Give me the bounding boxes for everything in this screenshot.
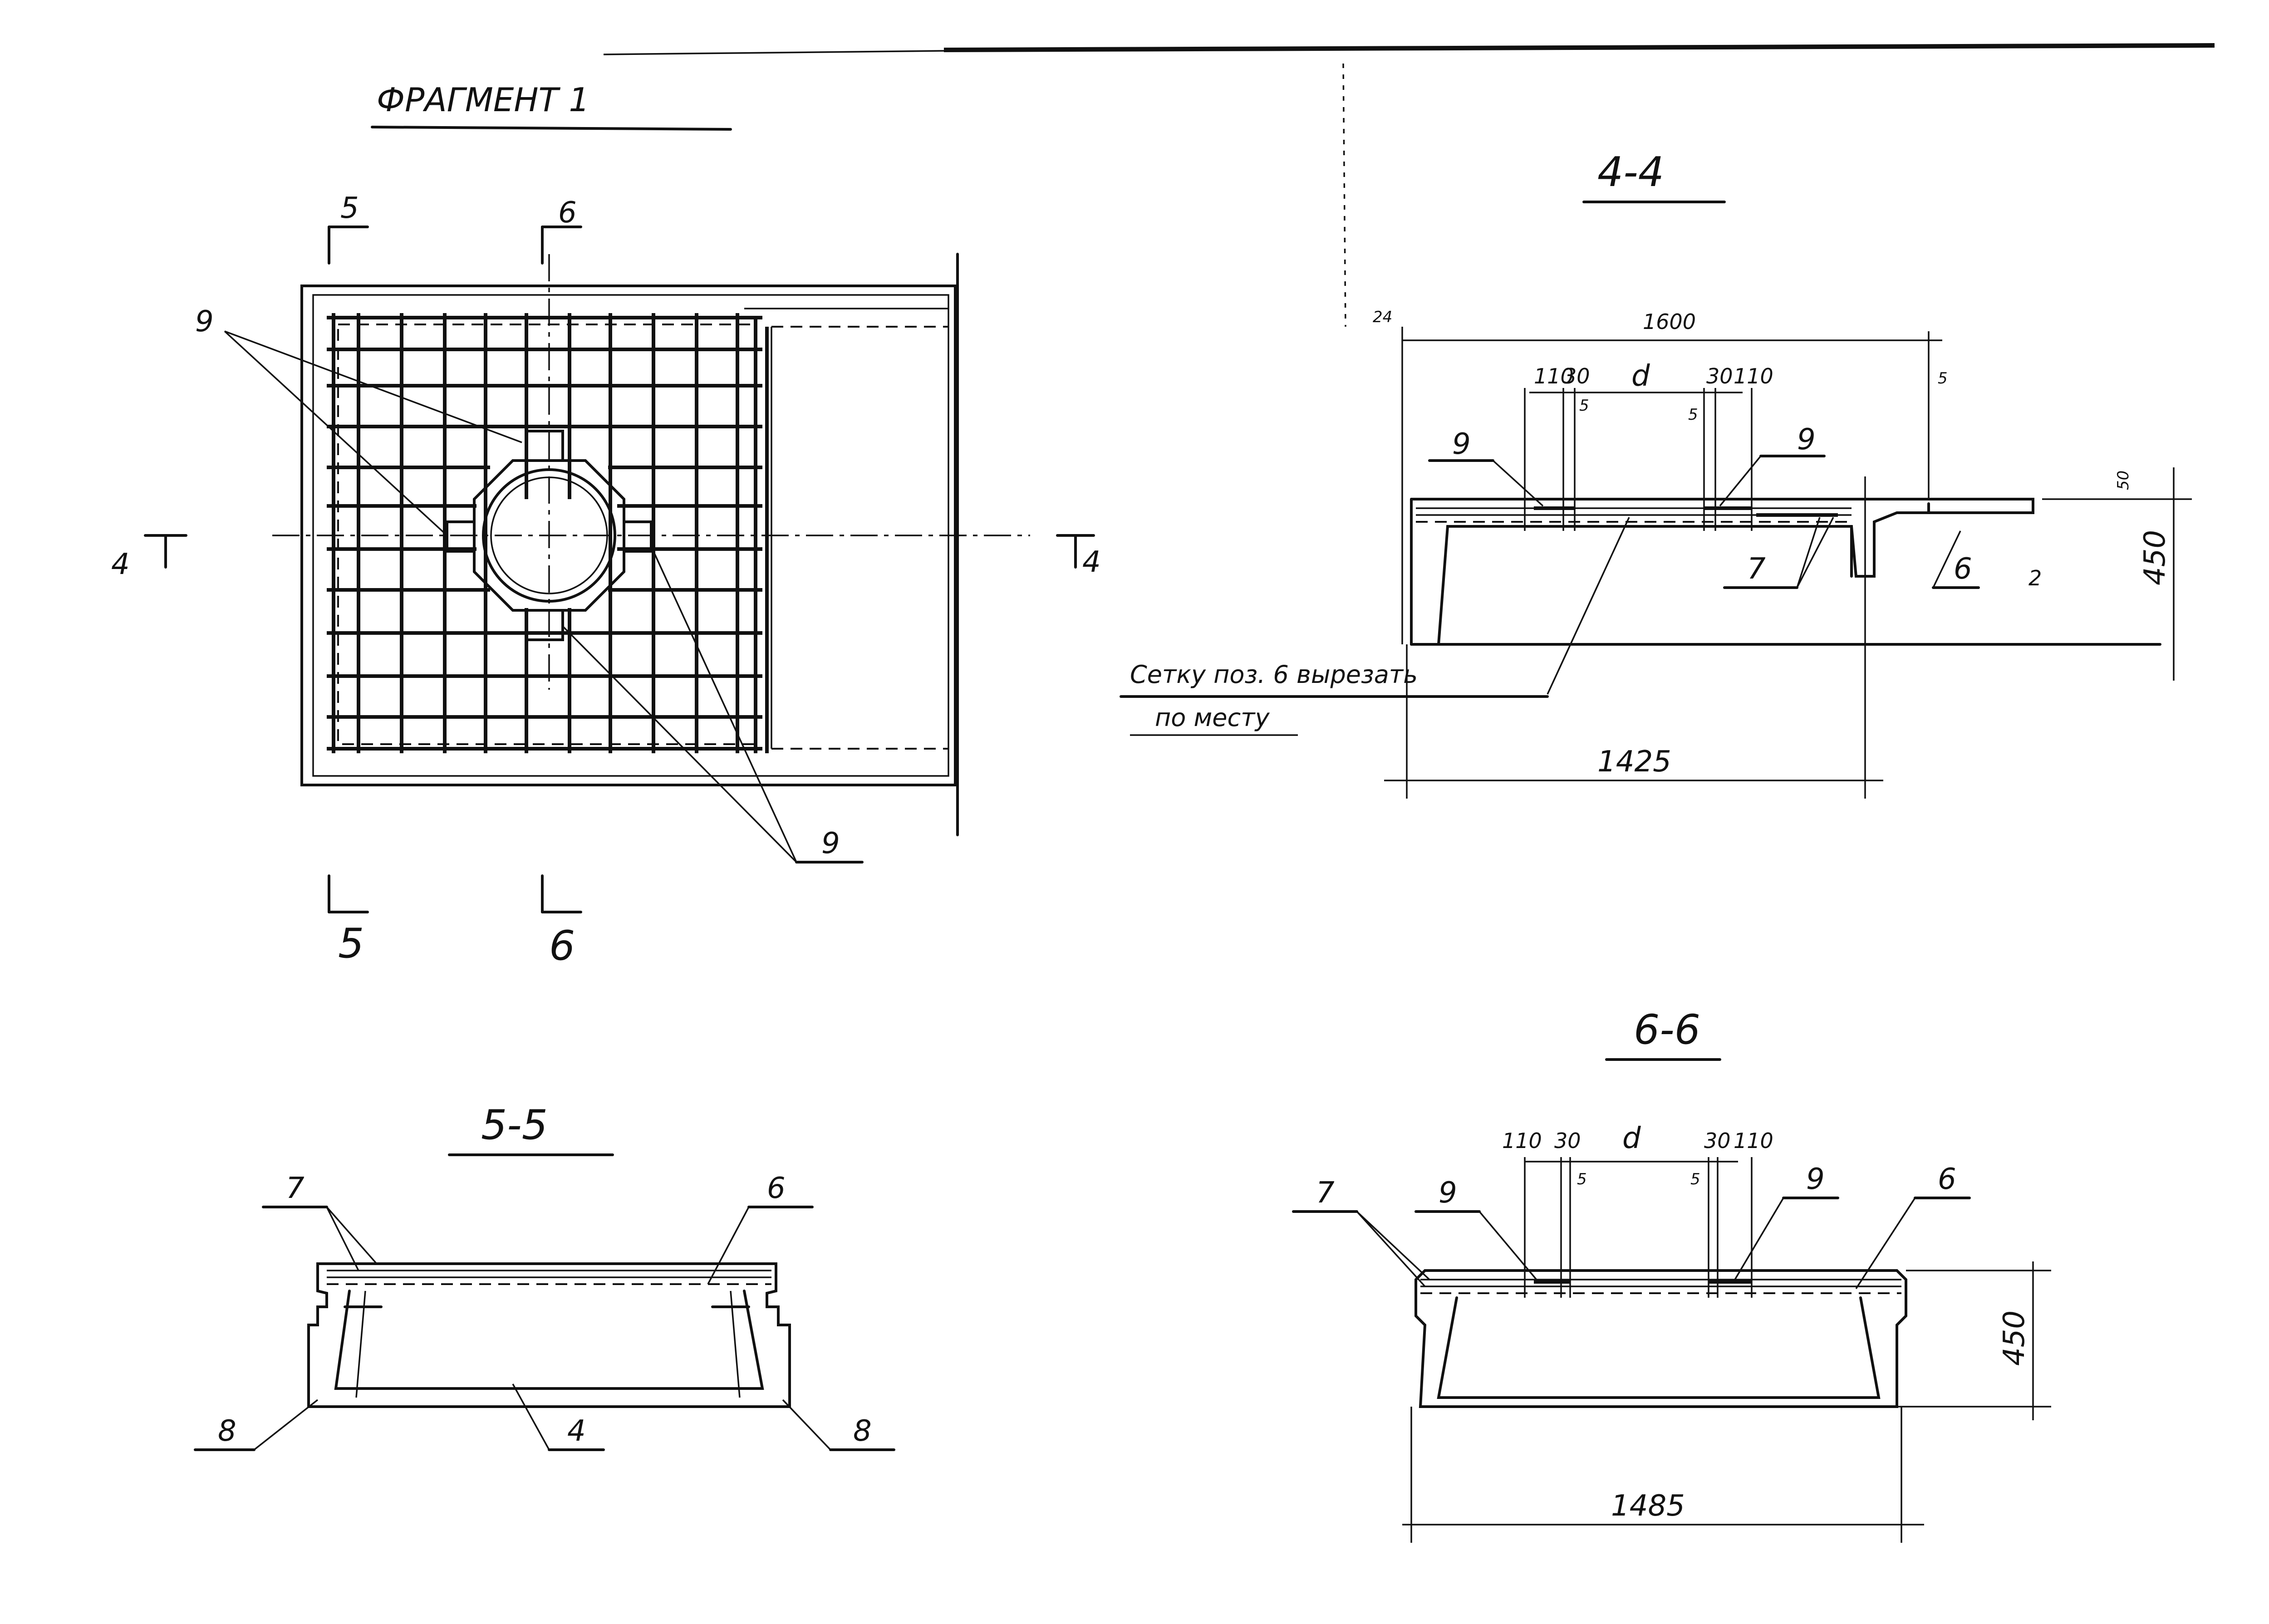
svg-text:30: 30 <box>1554 1128 1581 1153</box>
svg-text:d: d <box>1622 1122 1641 1155</box>
callout-6-6-6: 6 <box>1855 1163 1971 1289</box>
svg-text:6: 6 <box>549 922 575 970</box>
cut-mark-5-bottom: 5 <box>328 874 369 967</box>
svg-text:9: 9 <box>1439 1176 1457 1210</box>
svg-text:9: 9 <box>1806 1163 1825 1196</box>
sheet-frame <box>603 43 2215 327</box>
svg-text:450: 450 <box>2138 530 2172 585</box>
svg-text:30: 30 <box>1706 364 1733 388</box>
fragment-1-plan: ФРАГМЕНТ 1 5 6 <box>111 81 1101 970</box>
svg-text:d: d <box>1631 359 1650 393</box>
svg-text:9: 9 <box>195 305 214 339</box>
svg-text:5: 5 <box>340 191 359 225</box>
svg-text:9: 9 <box>1452 427 1471 461</box>
svg-text:110: 110 <box>1502 1128 1542 1153</box>
cut-mark-6-bottom: 6 <box>541 874 582 970</box>
svg-text:8: 8 <box>853 1414 872 1448</box>
callout-7-4-4: 7 <box>1723 517 1834 589</box>
section-5-5: 5-5 7 6 8 8 4 <box>194 1101 895 1451</box>
svg-text:30: 30 <box>1563 364 1590 388</box>
svg-text:9: 9 <box>1797 423 1816 456</box>
svg-text:1600: 1600 <box>1643 309 1696 334</box>
rebar-mesh <box>327 313 769 753</box>
callout-8-right-5-5: 8 <box>782 1399 895 1451</box>
callout-8-left-5-5: 8 <box>194 1399 319 1451</box>
svg-text:8: 8 <box>218 1414 236 1448</box>
svg-text:30: 30 <box>1704 1128 1731 1153</box>
note-cut-mesh: Сетку поз. 6 вырезать по месту <box>1120 517 1630 736</box>
callout-9-right-4-4: 9 <box>1719 423 1826 507</box>
callout-6-5-5: 6 <box>707 1172 814 1285</box>
svg-text:5: 5 <box>1688 406 1698 424</box>
section-5-5-title: 5-5 <box>481 1101 548 1149</box>
svg-text:6: 6 <box>1954 552 1972 586</box>
callout-7-6-6: 7 <box>1292 1176 1430 1287</box>
cut-mark-4-right: 4 <box>1056 534 1101 579</box>
svg-text:7: 7 <box>286 1172 304 1205</box>
callout-9-left-4-4: 9 <box>1428 427 1544 507</box>
svg-text:1425: 1425 <box>1597 745 1671 779</box>
svg-text:5: 5 <box>1579 397 1589 415</box>
section-6-6: 6-6 110 30 d 30 110 5 5 450 1485 <box>1292 1006 2051 1543</box>
svg-text:по месту: по месту <box>1155 703 1270 732</box>
svg-text:6: 6 <box>558 196 577 230</box>
svg-text:7: 7 <box>1316 1176 1335 1210</box>
svg-text:1485: 1485 <box>1611 1489 1685 1523</box>
svg-text:5: 5 <box>1938 369 1948 388</box>
callout-9-lower: 9 <box>562 551 864 864</box>
fragment-title: ФРАГМЕНТ 1 <box>377 81 589 119</box>
svg-text:110: 110 <box>1534 364 1574 388</box>
svg-text:5: 5 <box>1690 1170 1700 1188</box>
cut-mark-5-top: 5 <box>328 191 369 265</box>
callout-9-left-6-6: 9 <box>1414 1176 1539 1283</box>
svg-text:110: 110 <box>1734 364 1773 388</box>
cut-mark-4-left: 4 <box>111 534 187 581</box>
svg-text:4: 4 <box>111 548 130 581</box>
svg-text:4: 4 <box>1082 545 1101 579</box>
svg-text:24: 24 <box>1373 308 1392 326</box>
section-6-6-title: 6-6 <box>1634 1006 1700 1054</box>
svg-text:7: 7 <box>1747 552 1766 586</box>
svg-text:Сетку поз. 6 вырезать: Сетку поз. 6 вырезать <box>1130 660 1418 689</box>
callout-4-5-5: 4 <box>512 1384 605 1451</box>
svg-text:450: 450 <box>1998 1310 2031 1366</box>
section-4-4-title: 4-4 <box>1597 148 1664 196</box>
svg-text:4: 4 <box>567 1414 586 1448</box>
svg-text:50: 50 <box>2114 471 2132 490</box>
svg-text:6: 6 <box>767 1172 786 1205</box>
svg-text:5: 5 <box>338 920 364 967</box>
cut-mark-6-top: 6 <box>541 196 582 265</box>
callout-7-5-5: 7 <box>262 1172 378 1271</box>
callout-9-upper: 9 <box>195 305 522 536</box>
svg-text:6: 6 <box>1938 1163 1956 1196</box>
svg-text:2: 2 <box>2028 566 2042 590</box>
svg-text:5: 5 <box>1577 1170 1587 1188</box>
svg-text:110: 110 <box>1734 1128 1773 1153</box>
svg-text:9: 9 <box>821 827 840 860</box>
callout-6-4-4: 6 <box>1932 530 1980 589</box>
callout-9-right-6-6: 9 <box>1733 1163 1839 1282</box>
section-4-4: 4-4 24 1600 110 30 d 30 110 5 5 5 <box>1120 148 2192 799</box>
